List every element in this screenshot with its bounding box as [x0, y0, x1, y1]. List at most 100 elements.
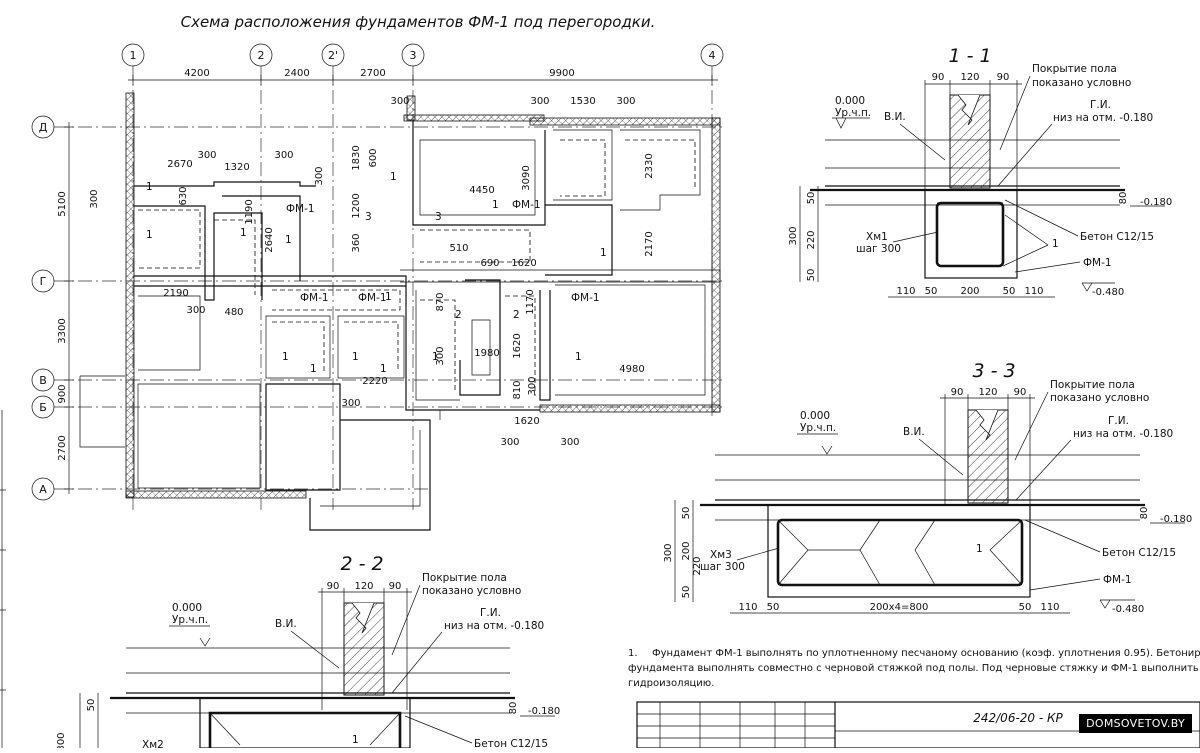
s1-floor-label: Покрытие пола: [1032, 63, 1117, 75]
s2-right-level: -0.180: [528, 706, 560, 717]
axis-col-4: 4: [709, 49, 716, 62]
plan-mark-4: ФМ-1: [571, 292, 600, 304]
s3-vi: В.И.: [903, 426, 925, 438]
inner-dim-24: 2170: [644, 231, 655, 256]
section-1-title: 1 - 1: [948, 45, 991, 67]
inner-dim-34: 300: [527, 376, 538, 395]
inner-dim-22: 300: [390, 96, 409, 107]
inner-dim-32: 300: [435, 346, 446, 365]
section-2-2: 2 - 2 90 120 90 Покрытие пола показано у…: [56, 553, 560, 752]
plan-title: Схема расположения фундаментов ФМ-1 под …: [181, 13, 656, 31]
sec-no-14: 2: [513, 309, 520, 321]
axis-row-a: А: [39, 483, 47, 496]
s1-bot-dim-2: 50: [925, 286, 938, 297]
s1-gi: Г.И.: [1090, 99, 1111, 111]
s1-rebar-step: шаг 300: [856, 243, 901, 255]
s1-gi-note: низ на отм. -0.180: [1053, 112, 1153, 124]
section-2-title: 2 - 2: [340, 553, 383, 575]
s1-level: 0.000: [835, 95, 865, 107]
inner-dim-40: 300: [341, 398, 360, 409]
s1-right-dim: 80: [1118, 192, 1129, 205]
plan-mark-5: ФМ-1: [358, 292, 387, 304]
inner-dim-12: 300: [314, 166, 325, 185]
inner-dim-6: 630: [178, 186, 189, 205]
left-dim-4: 2700: [57, 435, 68, 460]
sec-no-3: 1: [240, 227, 247, 239]
note-line-2: фундамента выполнять совместно с черново…: [628, 663, 1200, 674]
s2-top-dim-2: 120: [354, 581, 373, 592]
sec-no-6: 1: [310, 363, 317, 375]
plan-mark-1: ФМ-1: [286, 203, 315, 215]
s3-mark: ФМ-1: [1103, 574, 1132, 586]
s2-left-dim-1: 300: [56, 732, 67, 748]
s3-floor-note: показано условно: [1050, 392, 1149, 404]
s3-level: 0.000: [800, 410, 830, 422]
inner-dim-4: 1320: [224, 162, 249, 173]
plan-marks: ФМ-1 ФМ-1 ФМ-1 ФМ-1 ФМ-1 1 1 1 1 1 1 1 1…: [146, 171, 607, 375]
s3-bot-dim-1: 110: [738, 602, 757, 613]
s1-left-dim-2: 50: [806, 192, 817, 205]
s2-left-dim-2: 50: [86, 699, 97, 712]
inner-dim-10: 480: [224, 307, 243, 318]
inner-dim-26: 690: [480, 258, 499, 269]
s1-left-dim-4: 50: [806, 269, 817, 282]
s1-bar-no: 1: [1052, 238, 1059, 250]
s1-concrete: Бетон С12/15: [1080, 231, 1154, 243]
inner-dim-19: 300: [530, 96, 549, 107]
s3-left-dim-5: 50: [681, 586, 692, 599]
sec-no-15: 3: [365, 211, 372, 223]
s2-top-dim-3: 90: [389, 581, 402, 592]
s3-top-dim-2: 120: [978, 387, 997, 398]
left-dim-2: 3300: [57, 318, 68, 343]
inner-dim-20: 300: [616, 96, 635, 107]
axis-row-b: Б: [39, 401, 47, 414]
s1-level-sub: Ур.ч.п.: [835, 107, 871, 119]
s3-bot-dim-4: 50: [1019, 602, 1032, 613]
s3-left-dim-2: 50: [681, 507, 692, 520]
axis-col-3: 3: [410, 49, 417, 62]
s3-top-dim-1: 90: [951, 387, 964, 398]
s3-concrete: Бетон С12/15: [1102, 547, 1176, 559]
s2-floor-note: показано условно: [422, 585, 521, 597]
s3-left-dim-3: 200: [681, 541, 692, 560]
inner-dim-23: 2330: [644, 153, 655, 178]
inner-dim-18: 3090: [521, 165, 532, 190]
inner-dim-21: 1530: [570, 96, 595, 107]
axis-col-2: 2: [258, 49, 265, 62]
s1-top-dim-3: 90: [997, 72, 1010, 83]
watermark-badge: DOMSOVETOV.BY: [1079, 714, 1192, 733]
s2-right-dim: 80: [508, 702, 519, 715]
plan-mark-3: ФМ-1: [512, 199, 541, 211]
s3-gi-note: низ на отм. -0.180: [1073, 428, 1173, 440]
inner-dim-17: 4450: [469, 185, 494, 196]
s1-bottom-level: -0.480: [1092, 287, 1124, 298]
inner-dim-1: 300: [89, 189, 100, 208]
stamp-code: 242/06-20 - КР: [973, 711, 1063, 725]
s3-rebar-step: шаг 300: [700, 561, 745, 573]
inner-dim-15: 1200: [351, 193, 362, 218]
s2-bar-no: 1: [352, 734, 359, 746]
s2-gi: Г.И.: [480, 607, 501, 619]
top-dim-4: 9900: [549, 68, 574, 79]
s1-rebar: Хм1: [866, 231, 888, 243]
top-dim-1: 4200: [184, 68, 209, 79]
s3-level-sub: Ур.ч.п.: [800, 422, 836, 434]
section-3-title: 3 - 3: [972, 360, 1015, 382]
sec-no-2: 1: [146, 229, 153, 241]
note-number: 1.: [628, 648, 638, 659]
inner-dim-38: 4980: [619, 364, 644, 375]
note-line-3: гидроизоляцию.: [628, 678, 714, 689]
s2-level-sub: Ур.ч.п.: [172, 614, 208, 626]
inner-dim-5: 300: [274, 150, 293, 161]
s1-top-dim-1: 90: [932, 72, 945, 83]
sec-no-13: 2: [455, 309, 462, 321]
s3-bottom-level: -0.480: [1112, 604, 1144, 615]
s3-left-dim-1: 300: [663, 543, 674, 562]
axis-col-2a: 2': [328, 49, 338, 62]
sec-no-5: 1: [282, 351, 289, 363]
s3-right-dim: 80: [1139, 507, 1150, 520]
axis-col-1: 1: [130, 49, 137, 62]
s1-right-level: -0.180: [1140, 197, 1172, 208]
inner-dim-39: 2220: [362, 376, 387, 387]
